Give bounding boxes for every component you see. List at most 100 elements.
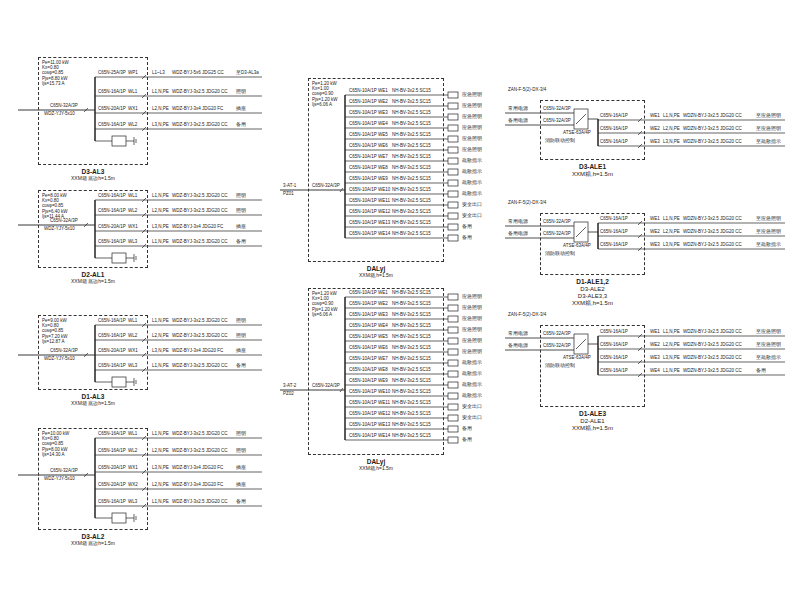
load-symbol [448, 191, 458, 197]
spd-lead [95, 382, 112, 383]
panel-subtitle: D3-ALE3,3 [541, 293, 644, 300]
busbar [344, 297, 346, 440]
panel-title: DALyj [309, 265, 443, 272]
load-symbol [448, 180, 458, 186]
panel-title: D3-AL3 [39, 168, 147, 175]
ground-symbol [136, 516, 137, 520]
load-symbol [448, 393, 458, 399]
panel-title: D3-AL2 [39, 533, 147, 540]
circuit-annotation: NH-BV-3x2.5 SC15 [392, 390, 431, 395]
breaker-symbol [142, 111, 146, 115]
circuit-annotation: 疏散指示 [462, 192, 482, 197]
circuit-annotation: C65N-10A/1P [349, 434, 377, 439]
circuit-annotation: L1,N,PE [152, 194, 169, 199]
breaker-symbol [142, 127, 146, 131]
branch-circuit [345, 106, 448, 107]
busbar [94, 325, 96, 382]
circuit-annotation: 照明 [236, 194, 246, 199]
circuit-annotation: L3,N,PE [663, 356, 680, 361]
circuit-annotation: NH-BV-3x2.5 SC15 [392, 335, 431, 340]
circuit-annotation: C65N-20A/1P [98, 483, 126, 488]
circuit-annotation: NH-BV-3x2.5 SC15 [392, 291, 431, 296]
circuit-annotation: WE4 [650, 369, 660, 374]
circuit-annotation: WL1 [128, 432, 137, 437]
branch-circuit [345, 216, 448, 217]
panel-title: D2-AL1 [39, 271, 147, 278]
circuit-annotation: C65N-16A/1P [600, 114, 628, 119]
circuit-annotation: C65N-10A/1P [349, 335, 377, 340]
atse-output [588, 344, 598, 345]
circuit-annotation: 应急照明 [462, 317, 482, 322]
circuit-annotation: WE12 [378, 210, 390, 215]
branch-circuit [345, 341, 448, 342]
load-calculation: Pjs=8.00 kW [42, 448, 67, 453]
circuit-annotation: NH-BV-3x2.5 SC15 [392, 324, 431, 329]
circuit-annotation: NH-BV-3x2.5 SC15 [392, 89, 431, 94]
load-calculation: Pe=10.00 kW [42, 432, 69, 437]
circuit-annotation: 备用电源 [508, 344, 528, 349]
branch-circuit [345, 352, 448, 353]
circuit-annotation: C65N-16A/1P [98, 364, 126, 369]
spd-lead [95, 141, 112, 142]
circuit-annotation: WE6 [378, 144, 388, 149]
circuit-annotation: C65N-16A/1P [98, 449, 126, 454]
circuit-annotation: C65N-32A/3P [50, 349, 78, 354]
load-symbol [448, 371, 458, 377]
load-symbol [448, 114, 458, 120]
circuit-annotation: 安全出口 [462, 405, 482, 410]
busbar [344, 95, 346, 238]
breaker-symbol [142, 244, 146, 248]
circuit-annotation: NH-BV-3x2.5 SC15 [392, 133, 431, 138]
circuit-annotation: WDZ-BYJ-3x2.5 JDG20 CC [172, 364, 228, 369]
circuit-annotation: 插座 [236, 466, 246, 471]
circuit-annotation: 备用 [462, 225, 472, 230]
load-calculation: Kx=0.80 [42, 199, 59, 204]
circuit-annotation: NH-BV-3x2.5 SC15 [392, 100, 431, 105]
circuit-annotation: WE5 [378, 133, 388, 138]
circuit-annotation: L1,N,PE [152, 432, 169, 437]
circuit-annotation: L1,N,PE [663, 114, 680, 119]
breaker-symbol [142, 229, 146, 233]
circuit-annotation: C65N-20A/1P [98, 107, 126, 112]
branch-circuit [95, 113, 262, 114]
circuit-annotation: WE1 [378, 291, 388, 296]
circuit-annotation: C65N-16A/1P [98, 500, 126, 505]
circuit-annotation: L1,N,PE [152, 500, 169, 505]
circuit-annotation: 照明 [236, 449, 246, 454]
branch-circuit [345, 117, 448, 118]
circuit-annotation: C65N-10A/1P [349, 324, 377, 329]
circuit-annotation: 至疏散指示 [756, 140, 781, 145]
branch-circuit [345, 374, 448, 375]
circuit-annotation: 备用 [236, 500, 246, 505]
circuit-annotation: WE3 [378, 111, 388, 116]
circuit-annotation: 应急照明 [462, 295, 482, 300]
load-symbol [448, 294, 458, 300]
circuit-annotation: C65N-32A/3P [312, 384, 340, 389]
circuit-annotation: 疏散指示 [462, 394, 482, 399]
circuit-annotation: WDZN-BYJ-3x2.5 JDG20 CC [683, 230, 742, 235]
circuit-annotation: 至应急照明 [756, 114, 781, 119]
circuit-annotation: C65N-32A/3P [543, 107, 571, 112]
load-symbol [448, 338, 458, 344]
circuit-annotation: C65N-16A/1P [600, 356, 628, 361]
circuit-annotation: WL2 [128, 209, 137, 214]
circuit-annotation: 疏散指示 [462, 361, 482, 366]
circuit-annotation: WE12 [378, 412, 390, 417]
circuit-annotation: NH-BV-3x2.5 SC15 [392, 210, 431, 215]
load-symbol [448, 158, 458, 164]
circuit-annotation: WDZ-YJY-5x10 [44, 477, 75, 482]
breaker-symbol [142, 323, 146, 327]
branch-circuit [95, 96, 262, 97]
circuit-annotation: 常用电源 [508, 107, 528, 112]
circuit-annotation: 备用 [236, 123, 246, 128]
circuit-annotation: WX1 [128, 349, 138, 354]
circuit-annotation: WDZ-BYJ-3x2.5 JDG20 CC [172, 334, 228, 339]
circuit-annotation: C65N-25A/3P [98, 71, 126, 76]
load-calculation: Kx=0.80 [42, 66, 59, 71]
branch-circuit [345, 396, 448, 397]
breaker-symbol [638, 144, 642, 148]
circuit-annotation: L2,N,PE [152, 107, 169, 112]
circuit-annotation: C65N-10A/1P [349, 379, 377, 384]
circuit-annotation: 应急照明 [462, 339, 482, 344]
branch-circuit [598, 146, 785, 147]
